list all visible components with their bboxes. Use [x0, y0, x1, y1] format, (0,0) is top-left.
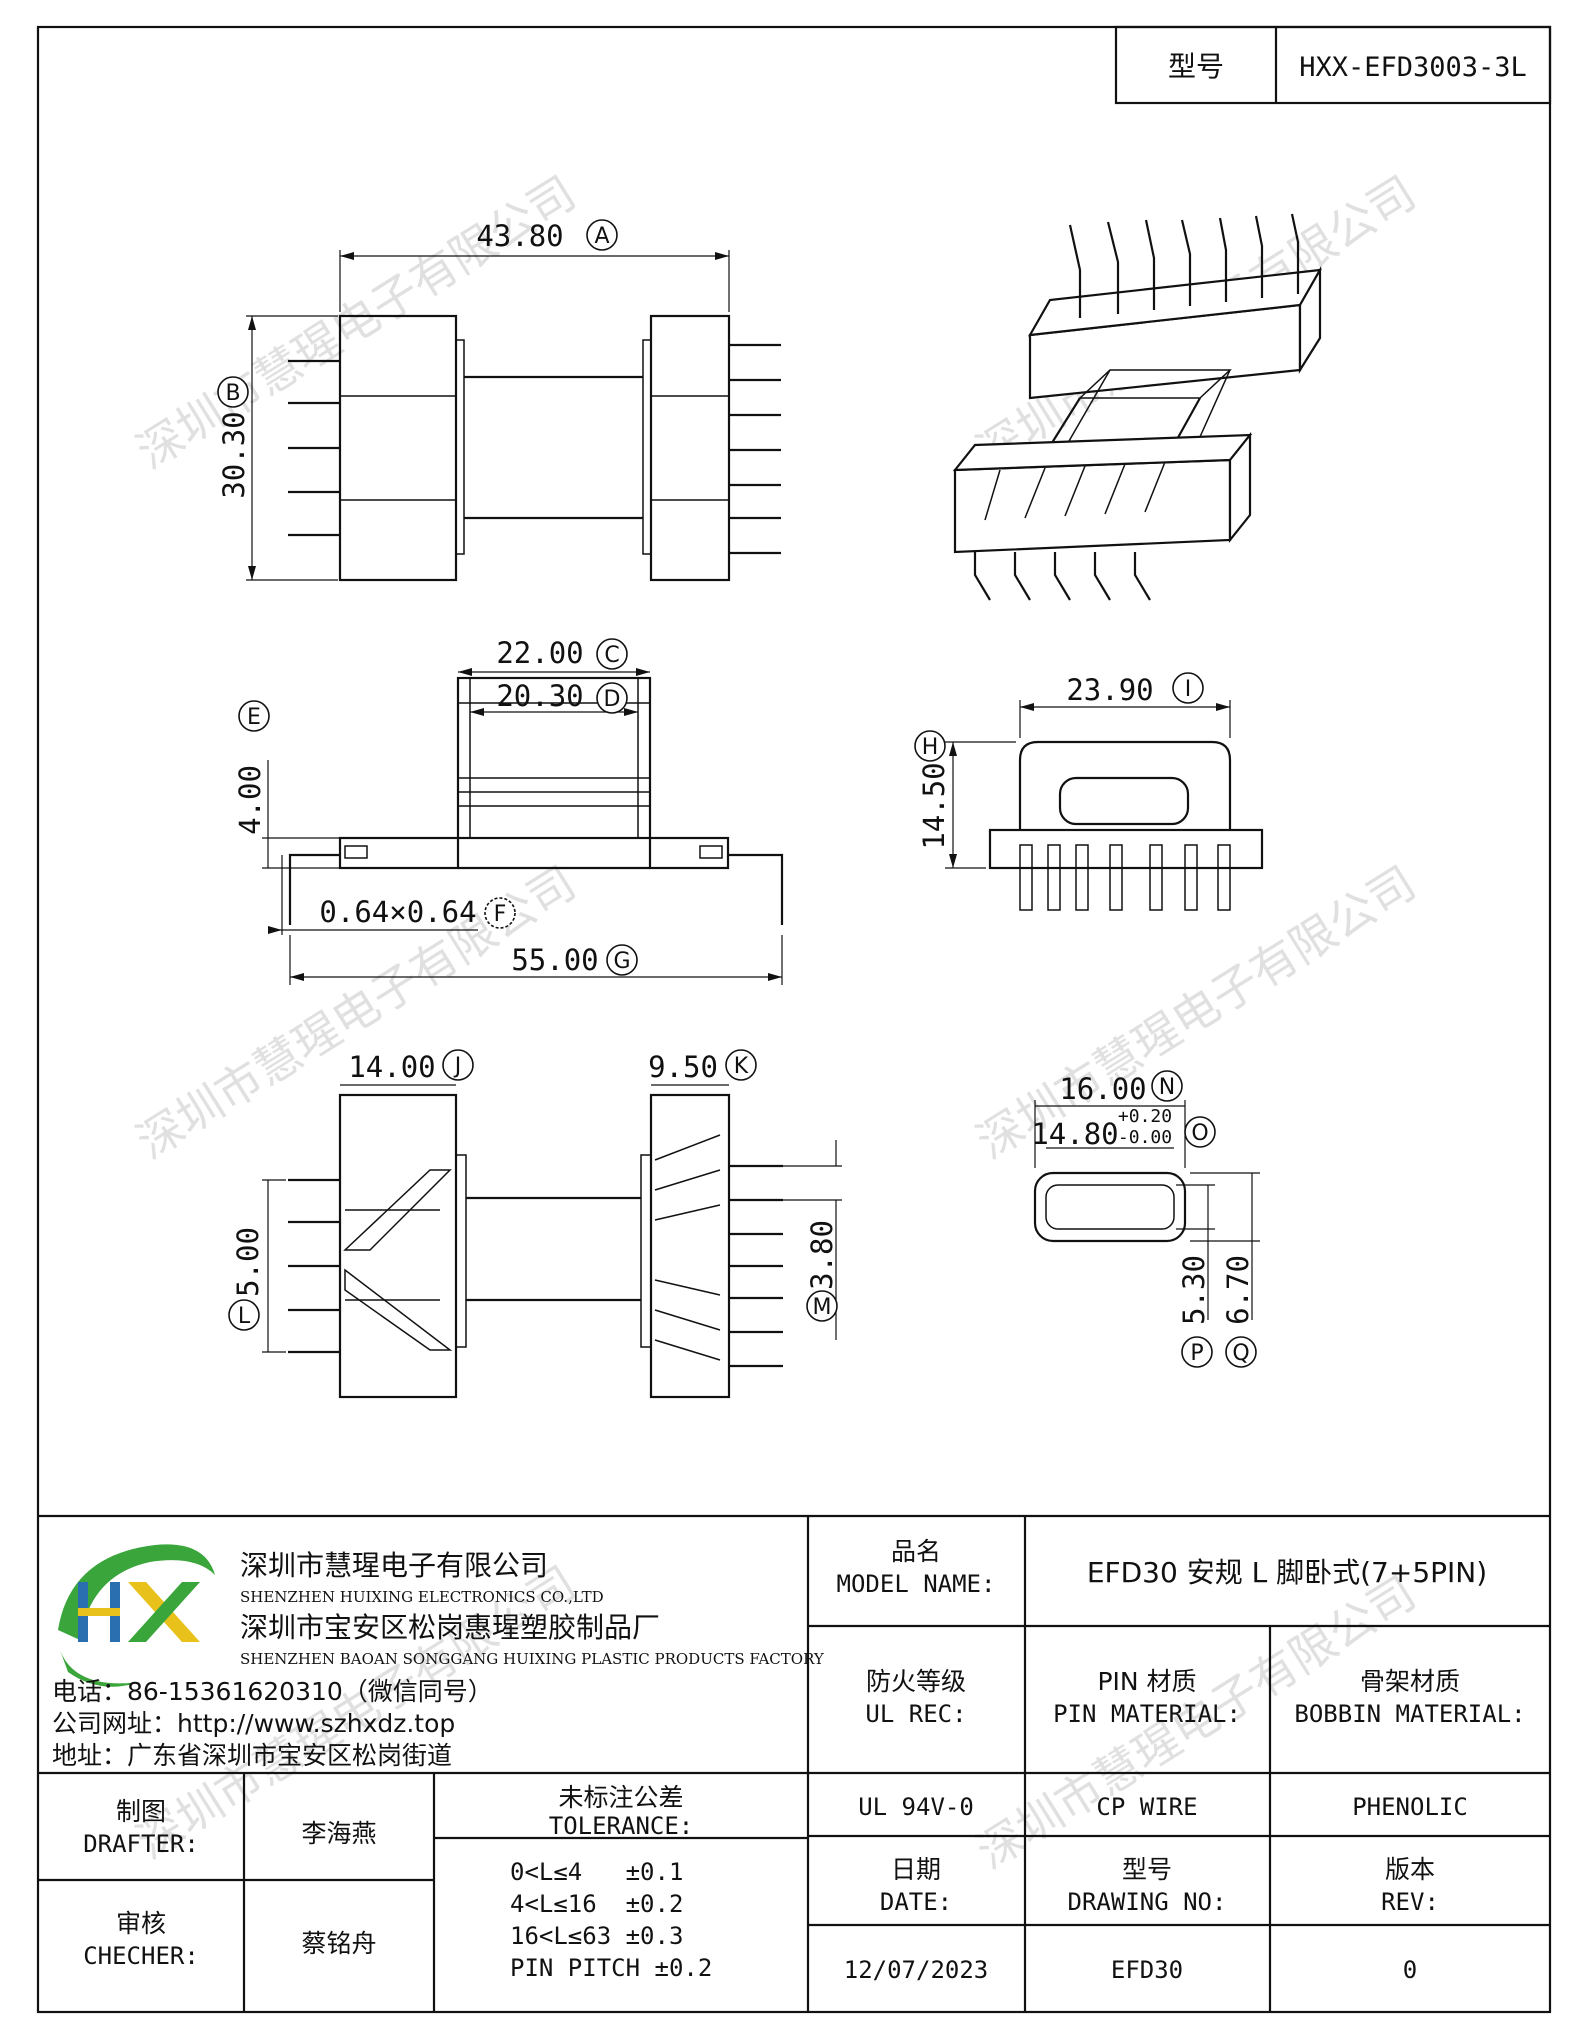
header-model-value: HXX-EFD3003-3L	[1299, 52, 1527, 83]
checker-name: 蔡铭舟	[301, 1929, 376, 1958]
dim-l-value: 5.00	[231, 1227, 265, 1297]
company-name-en: SHENZHEN HUIXING ELECTRONICS CO.,LTD	[240, 1588, 604, 1606]
top-view: 43.80 A 30.30 B	[217, 219, 781, 582]
dim-h-value: 14.50	[917, 762, 951, 849]
side-view: 22.00 C 20.30 D 4.00 E 0.64×0.64 F 55.00…	[233, 636, 784, 985]
dim-b-value: 30.30	[217, 411, 251, 498]
dim-k-value: 9.50	[648, 1050, 718, 1084]
drafter-label-cn: 制图	[116, 1797, 166, 1826]
drawing-no-value: EFD30	[1111, 1956, 1183, 1984]
section-view: 16.00 N 14.80 +0.20 -0.00 O 5.30 6.70 P …	[1031, 1070, 1260, 1368]
model-name-label-en: MODEL NAME:	[837, 1570, 996, 1598]
dim-o-value: 14.80	[1031, 1117, 1118, 1151]
end-view: 23.90 I 14.50 H	[914, 672, 1264, 911]
dim-i-value: 23.90	[1066, 673, 1153, 707]
tolerance-label-en: TOLERANCE:	[549, 1812, 694, 1840]
dim-f-value: 0.64×0.64	[319, 895, 476, 929]
date-label-cn: 日期	[891, 1855, 941, 1884]
model-name-value: EFD30 安规 L 脚卧式(7+5PIN)	[1087, 1556, 1487, 1589]
company-phone: 电话：86-15361620310（微信同号）	[52, 1677, 493, 1706]
date-label-en: DATE:	[880, 1888, 952, 1916]
tolerance-row-1: 0<L≤4 ±0.1	[510, 1858, 683, 1886]
company-logo	[58, 1544, 215, 1687]
dim-g-tag: G	[613, 949, 630, 974]
dim-o-tol-plus: +0.20	[1118, 1106, 1172, 1127]
dim-h-tag: H	[922, 735, 939, 760]
rev-label-en: REV:	[1381, 1888, 1439, 1916]
title-block: 深圳市慧瑆电子有限公司 SHENZHEN HUIXING ELECTRONICS…	[38, 1514, 1550, 2012]
company-address: 地址：广东省深圳市宝安区松岗街道	[52, 1741, 452, 1770]
dim-p-tag: P	[1190, 1341, 1203, 1366]
bobbin-material-value: PHENOLIC	[1352, 1793, 1468, 1821]
rev-label-cn: 版本	[1385, 1855, 1435, 1884]
bobbin-material-label-en: BOBBIN MATERIAL:	[1294, 1700, 1525, 1728]
rev-value: 0	[1403, 1956, 1417, 1984]
watermark-1: 深圳市慧瑆电子有限公司	[127, 165, 585, 479]
tolerance-row-2: 4<L≤16 ±0.2	[510, 1890, 683, 1918]
dim-q-tag: Q	[1232, 1341, 1249, 1366]
factory-name-en: SHENZHEN BAOAN SONGGANG HUIXING PLASTIC …	[240, 1650, 825, 1668]
header-model-label: 型号	[1168, 50, 1224, 83]
dim-d-tag: D	[604, 687, 621, 712]
dim-e-tag: E	[247, 705, 261, 730]
dim-m-value: 3.80	[805, 1220, 839, 1290]
dim-f-tag: F	[494, 902, 507, 927]
bottom-view: 14.00 J 9.50 K 5.00 L 3.80 M	[228, 1049, 842, 1399]
dim-p-value: 5.30	[1177, 1255, 1211, 1325]
ul-value: UL 94V-0	[858, 1793, 974, 1821]
model-name-label-cn: 品名	[891, 1537, 941, 1566]
factory-name-cn: 深圳市宝安区松岗惠瑆塑胶制品厂	[240, 1611, 660, 1644]
tolerance-row-3: 16<L≤63 ±0.3	[510, 1922, 683, 1950]
sheet-border	[36, 25, 1552, 2014]
dim-l-tag: L	[238, 1304, 251, 1329]
pin-material-value: CP WIRE	[1096, 1793, 1197, 1821]
tolerance-label-cn: 未标注公差	[558, 1783, 683, 1812]
tolerance-row-4: PIN PITCH ±0.2	[510, 1954, 712, 1982]
bobbin-material-label-cn: 骨架材质	[1360, 1667, 1460, 1696]
dim-n-tag: N	[1159, 1075, 1175, 1100]
checker-label-cn: 审核	[116, 1909, 166, 1938]
dim-g-value: 55.00	[511, 943, 598, 977]
dim-i-tag: I	[1185, 677, 1192, 702]
dim-o-tol-minus: -0.00	[1118, 1127, 1172, 1148]
header-model-box: 型号 HXX-EFD3003-3L	[1114, 25, 1552, 105]
dim-d-value: 20.30	[496, 679, 583, 713]
dim-k-tag: K	[734, 1054, 749, 1079]
drafter-name: 李海燕	[301, 1819, 376, 1848]
drawing-no-label-cn: 型号	[1122, 1855, 1172, 1884]
dim-n-value: 16.00	[1059, 1072, 1146, 1106]
company-name-cn: 深圳市慧瑆电子有限公司	[240, 1549, 548, 1582]
date-value: 12/07/2023	[844, 1956, 989, 1984]
dim-o-tag: O	[1191, 1121, 1208, 1146]
dim-j-tag: J	[453, 1054, 462, 1079]
dim-m-tag: M	[813, 1295, 832, 1320]
ul-label-cn: 防火等级	[866, 1667, 966, 1696]
pin-material-label-cn: PIN 材质	[1097, 1667, 1196, 1696]
dim-j-value: 14.00	[348, 1050, 435, 1084]
drafter-label-en: DRAFTER:	[83, 1830, 199, 1858]
dim-e-value: 4.00	[233, 765, 267, 835]
ul-label-en: UL REC:	[865, 1700, 966, 1728]
dim-c-value: 22.00	[496, 636, 583, 670]
dim-a-value: 43.80	[476, 219, 563, 253]
dim-c-tag: C	[604, 643, 619, 668]
isometric-view	[952, 213, 1323, 601]
dim-q-value: 6.70	[1221, 1255, 1255, 1325]
checker-label-en: CHECHER:	[83, 1942, 199, 1970]
pin-material-label-en: PIN MATERIAL:	[1053, 1700, 1241, 1728]
dim-b-tag: B	[225, 381, 240, 406]
company-website: 公司网址：http://www.szhxdz.top	[52, 1709, 455, 1738]
drawing-no-label-en: DRAWING NO:	[1068, 1888, 1227, 1916]
dim-a-tag: A	[594, 224, 609, 249]
